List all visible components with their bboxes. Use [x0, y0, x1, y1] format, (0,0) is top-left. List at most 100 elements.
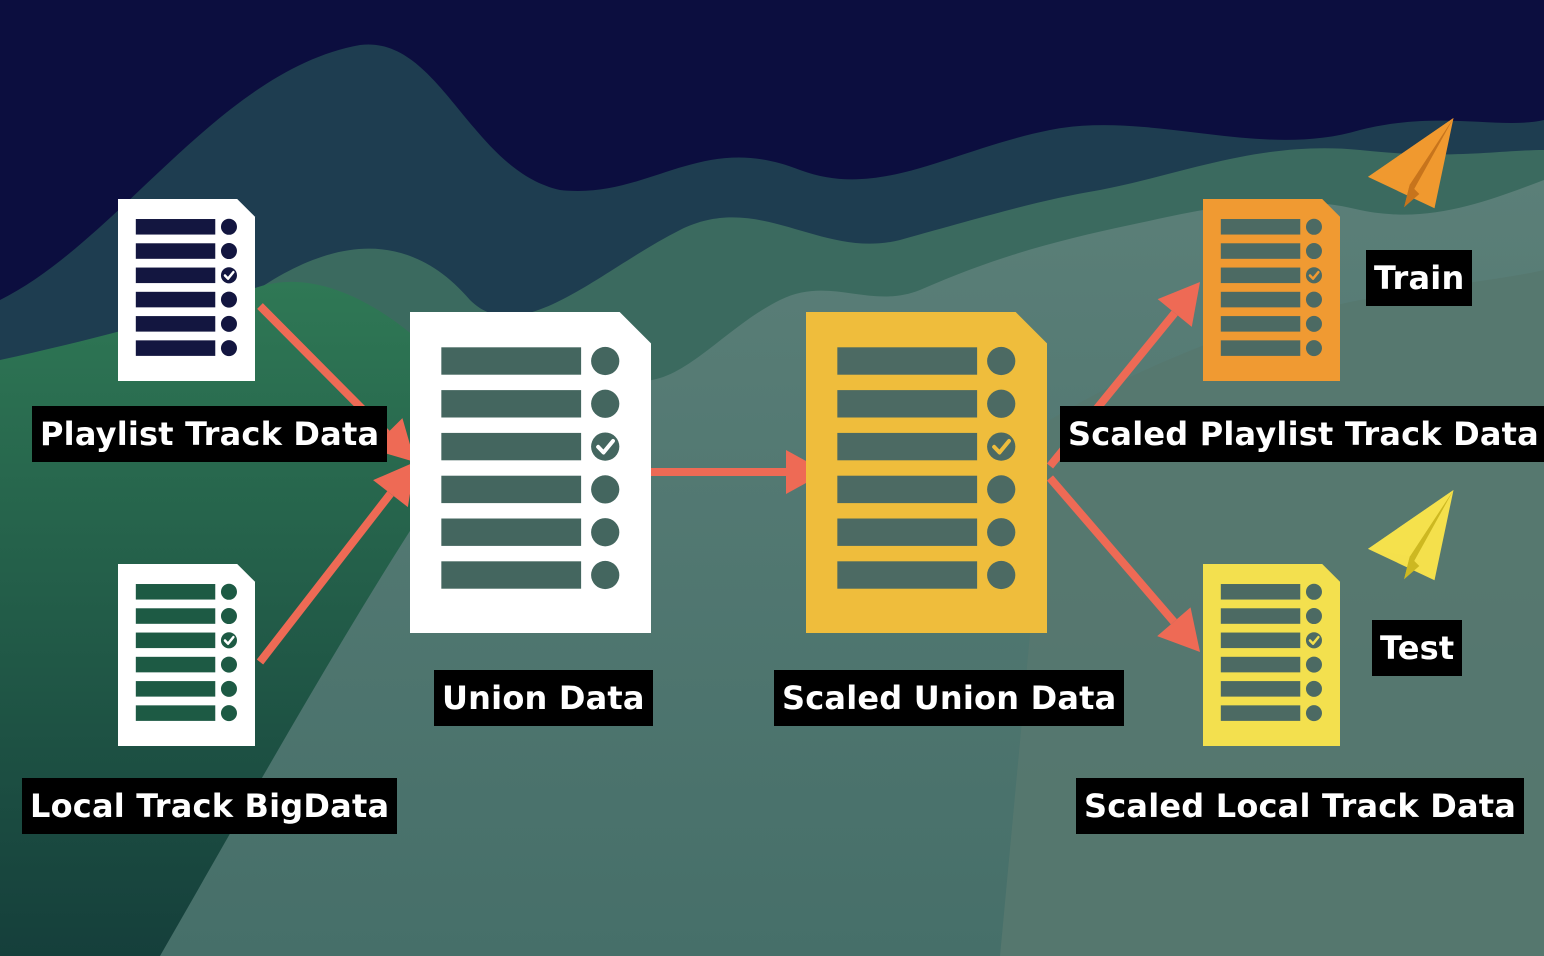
label-scaled-local-track-data: Scaled Local Track Data [1076, 778, 1525, 834]
document-row-bar [441, 432, 582, 461]
arrow-local-to-union [256, 462, 415, 665]
document-row-bar [135, 608, 216, 624]
bullet-circle-icon [987, 475, 1016, 504]
checkmark-icon [1308, 270, 1320, 280]
label-playlist-track-data: Playlist Track Data [32, 406, 388, 462]
document-row-bar [135, 681, 216, 697]
document-row-bar [135, 219, 216, 235]
check-circle-icon [1305, 632, 1322, 649]
checkmark-icon [992, 438, 1011, 455]
arrow-head [1157, 607, 1200, 652]
bullet-circle-icon [1305, 315, 1322, 332]
checkmark-icon [1308, 635, 1320, 645]
document-row-bar [441, 518, 582, 546]
document-row-bar [1220, 291, 1301, 308]
bullet-circle-icon [1305, 608, 1322, 625]
label-scaled-playlist-track-data: Scaled Playlist Track Data [1060, 406, 1544, 462]
document-row-bar [135, 291, 216, 308]
document-row-bar [1220, 267, 1301, 284]
document-row-bar [837, 390, 978, 418]
arrow-scaled-union-to-scaled-local [1046, 475, 1200, 652]
document-row-bar [1220, 656, 1301, 673]
document-playlist-icon [118, 199, 255, 381]
arrow-head [1157, 282, 1200, 327]
document-row-bar [1220, 705, 1301, 721]
arrows-layer [256, 282, 1200, 665]
check-circle-icon [987, 432, 1016, 461]
bullet-circle-icon [220, 243, 237, 260]
document-scaled-union-icon [806, 312, 1047, 633]
label-union-data: Union Data [434, 670, 653, 726]
document-union-icon [410, 312, 651, 633]
bullet-circle-icon [987, 518, 1016, 547]
document-row-bar [135, 340, 216, 356]
document-row-bar [135, 632, 216, 649]
arrow-shaft [256, 491, 394, 665]
document-row-bar [837, 432, 978, 461]
document-scaled-playlist-icon [1203, 199, 1340, 381]
document-row-bar [1220, 584, 1301, 600]
bullet-circle-icon [591, 518, 620, 547]
label-test: Test [1372, 620, 1463, 676]
document-row-bar [1220, 219, 1301, 235]
document-row-bar [837, 475, 978, 504]
bullet-circle-icon [1305, 705, 1322, 722]
document-row-bar [1220, 316, 1301, 332]
test-paper-plane-icon [1368, 490, 1454, 581]
label-scaled-union-data: Scaled Union Data [774, 670, 1125, 726]
bullet-circle-icon [987, 560, 1016, 590]
checkmark-icon [223, 635, 235, 645]
bullet-circle-icon [220, 315, 237, 332]
document-row-bar [441, 390, 582, 418]
document-scaled-local-icon [1203, 564, 1340, 746]
document-row-bar [1220, 243, 1301, 259]
bullet-circle-icon [220, 656, 237, 673]
document-row-bar [441, 561, 582, 589]
bullet-circle-icon [220, 705, 237, 722]
document-local-icon [118, 564, 255, 746]
document-row-bar [837, 561, 978, 589]
check-circle-icon [1305, 267, 1322, 284]
document-row-bar [1220, 632, 1301, 649]
document-row-bar [837, 518, 978, 546]
bullet-circle-icon [220, 340, 237, 357]
bullet-circle-icon [1305, 680, 1322, 697]
bullet-circle-icon [987, 346, 1016, 376]
document-row-bar [1220, 681, 1301, 697]
document-row-bar [135, 705, 216, 721]
bullet-circle-icon [591, 560, 620, 590]
document-row-bar [1220, 608, 1301, 624]
document-row-bar [135, 656, 216, 673]
bullet-circle-icon [591, 475, 620, 504]
checkmark-icon [223, 270, 235, 280]
check-circle-icon [591, 432, 620, 461]
bullet-circle-icon [987, 389, 1016, 418]
check-circle-icon [220, 267, 237, 284]
checkmark-icon [596, 438, 615, 455]
check-circle-icon [220, 632, 237, 649]
bullet-circle-icon [220, 583, 237, 600]
bullet-circle-icon [1305, 218, 1322, 235]
bullet-circle-icon [220, 608, 237, 625]
document-row-bar [135, 316, 216, 332]
label-train: Train [1366, 250, 1473, 306]
document-row-bar [135, 584, 216, 600]
bullet-circle-icon [1305, 583, 1322, 600]
planes-layer [1368, 118, 1454, 581]
bullet-circle-icon [1305, 656, 1322, 673]
label-local-track-bigdata: Local Track BigData [22, 778, 398, 834]
document-row-bar [441, 347, 582, 375]
document-row-bar [135, 243, 216, 259]
bullet-circle-icon [1305, 243, 1322, 260]
bullet-circle-icon [220, 680, 237, 697]
bullet-circle-icon [591, 389, 620, 418]
arrow-head [373, 462, 415, 508]
bullet-circle-icon [1305, 291, 1322, 308]
document-row-bar [1220, 340, 1301, 356]
bullet-circle-icon [220, 291, 237, 308]
bullet-circle-icon [591, 346, 620, 376]
bullet-circle-icon [220, 218, 237, 235]
document-row-bar [135, 267, 216, 284]
document-row-bar [441, 475, 582, 504]
